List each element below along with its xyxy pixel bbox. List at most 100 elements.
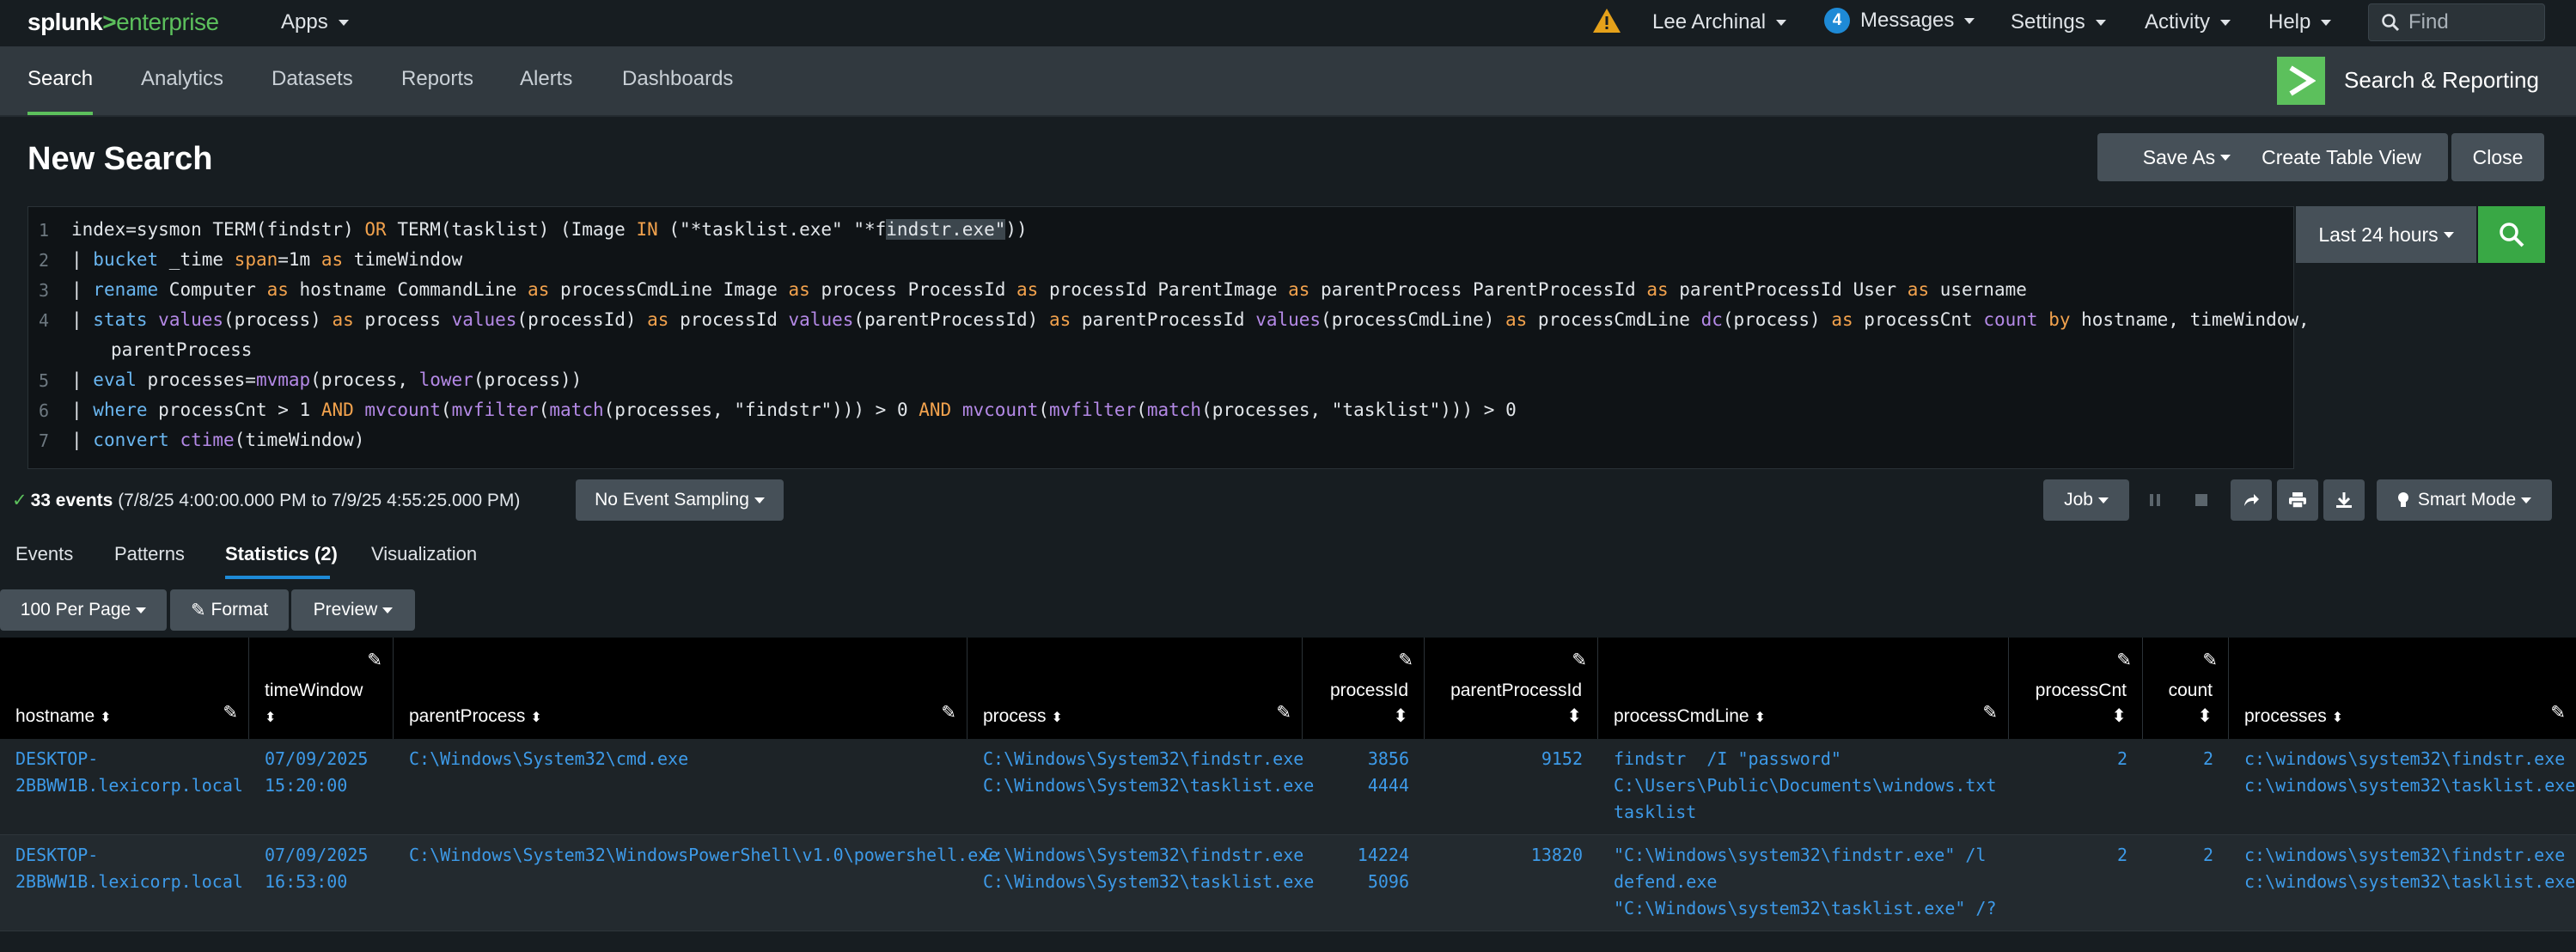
cell-hostname[interactable]: DESKTOP-2BBWW1B.lexicorp.local xyxy=(15,748,243,796)
cell-processcnt[interactable]: 2 xyxy=(2116,748,2127,769)
sort-icon: ⬍ xyxy=(2331,711,2344,725)
search-icon xyxy=(2500,223,2524,247)
sort-icon: ⬍ xyxy=(1051,711,1063,725)
search-mode-dropdown[interactable]: Smart Mode xyxy=(2377,479,2552,521)
query-line-4: | stats values(process) as process value… xyxy=(71,309,2310,330)
find-input[interactable]: Find xyxy=(2368,3,2545,41)
edit-column-icon[interactable]: ✎ xyxy=(2116,650,2132,670)
event-sampling-dropdown[interactable]: No Event Sampling xyxy=(576,479,784,521)
column-header-count[interactable]: count ⬍ ✎ xyxy=(2143,638,2229,739)
tab-dashboards[interactable]: Dashboards xyxy=(622,67,734,90)
chevron-down-icon xyxy=(2220,154,2231,161)
cell-parentprocess[interactable]: C:\Windows\System32\cmd.exe xyxy=(409,748,689,769)
column-header-parentprocessid[interactable]: parentProcessId ⬍ ✎ xyxy=(1425,638,1598,739)
line-number: 2 xyxy=(39,250,50,271)
edit-column-icon[interactable]: ✎ xyxy=(1572,650,1587,670)
chevron-down-icon xyxy=(1964,17,1975,24)
tab-visualization[interactable]: Visualization xyxy=(371,543,478,564)
column-header-hostname[interactable]: hostname⬍ ✎ xyxy=(0,638,249,739)
edit-column-icon[interactable]: ✎ xyxy=(367,650,382,670)
sort-icon: ⬍ xyxy=(1754,711,1766,725)
time-range-picker[interactable]: Last 24 hours xyxy=(2296,206,2476,263)
cell-hostname[interactable]: DESKTOP-2BBWW1B.lexicorp.local xyxy=(15,845,243,892)
job-menu[interactable]: Job xyxy=(2043,479,2129,521)
sort-icon: ⬍ xyxy=(1566,706,1582,726)
check-icon: ✓ xyxy=(12,491,27,510)
user-menu[interactable]: Lee Archinal xyxy=(1652,10,1787,34)
export-icon[interactable] xyxy=(2323,479,2365,521)
edit-column-icon[interactable]: ✎ xyxy=(941,703,956,723)
stop-icon[interactable] xyxy=(2181,479,2222,521)
preview-dropdown[interactable]: Preview xyxy=(291,589,415,631)
line-number: 6 xyxy=(39,400,50,421)
column-header-processcnt[interactable]: processCnt ⬍ ✎ xyxy=(2009,638,2143,739)
tab-events[interactable]: Events xyxy=(15,543,74,564)
tab-search[interactable]: Search xyxy=(27,67,94,90)
column-header-timewindow[interactable]: timeWindow ⬍ ✎ xyxy=(249,638,394,739)
per-page-dropdown[interactable]: 100 Per Page xyxy=(0,589,167,631)
cell-parentprocessid[interactable]: 13820 xyxy=(1530,845,1583,865)
query-line-7: | convert ctime(timeWindow) xyxy=(71,430,365,450)
pause-icon[interactable] xyxy=(2134,479,2176,521)
warning-icon[interactable] xyxy=(1591,7,1622,34)
chevron-down-icon xyxy=(1776,19,1787,26)
cell-processcmdline[interactable]: findstr /I "password"C:\Users\Public\Doc… xyxy=(1614,748,1997,822)
sort-icon: ⬍ xyxy=(100,711,112,725)
cell-parentprocess[interactable]: C:\Windows\System32\WindowsPowerShell\v1… xyxy=(409,845,999,865)
cell-count[interactable]: 2 xyxy=(2202,748,2213,769)
column-header-processid[interactable]: processId ⬍ ✎ xyxy=(1303,638,1425,739)
query-line-1: index=sysmon TERM(findstr) OR TERM(taskl… xyxy=(71,219,1028,240)
cell-processcnt[interactable]: 2 xyxy=(2116,845,2127,865)
edit-column-icon[interactable]: ✎ xyxy=(1982,703,1998,723)
column-header-processes[interactable]: processes⬍ ✎ xyxy=(2244,703,2566,726)
edit-column-icon[interactable]: ✎ xyxy=(2202,650,2218,670)
column-header-processcmdline[interactable]: processCmdLine⬍ ✎ xyxy=(1598,638,2009,739)
cell-count[interactable]: 2 xyxy=(2202,845,2213,865)
column-header-process[interactable]: process⬍ ✎ xyxy=(968,638,1303,739)
edit-column-icon[interactable]: ✎ xyxy=(1398,650,1413,670)
help-menu[interactable]: Help xyxy=(2268,10,2332,34)
chevron-down-icon xyxy=(2521,497,2532,503)
activity-menu[interactable]: Activity xyxy=(2145,10,2231,34)
edit-column-icon[interactable]: ✎ xyxy=(2550,703,2566,723)
tab-datasets[interactable]: Datasets xyxy=(272,67,353,90)
line-number: 5 xyxy=(39,370,50,391)
tab-reports[interactable]: Reports xyxy=(401,67,474,90)
cell-parentprocessid[interactable]: 9152 xyxy=(1541,748,1583,769)
pencil-icon: ✎ xyxy=(190,600,206,620)
format-button[interactable]: ✎Format xyxy=(170,589,289,631)
page-title: New Search xyxy=(27,141,213,177)
sort-icon: ⬍ xyxy=(265,711,277,725)
run-search-button[interactable] xyxy=(2478,206,2545,263)
close-button[interactable]: Close xyxy=(2451,133,2544,181)
chevron-down-icon xyxy=(382,607,394,613)
column-header-parentprocess[interactable]: parentProcess⬍ ✎ xyxy=(394,638,968,739)
sort-icon: ⬍ xyxy=(2111,706,2127,726)
tab-alerts[interactable]: Alerts xyxy=(520,67,573,90)
app-name[interactable]: Search & Reporting xyxy=(2344,67,2539,93)
share-icon[interactable] xyxy=(2231,479,2272,521)
tab-analytics[interactable]: Analytics xyxy=(141,67,224,90)
tab-patterns[interactable]: Patterns xyxy=(114,543,185,564)
apps-menu[interactable]: Apps xyxy=(281,10,349,34)
chevron-down-icon xyxy=(338,19,349,26)
print-icon[interactable] xyxy=(2277,479,2318,521)
create-table-view-button[interactable]: Create Table View xyxy=(2235,133,2448,181)
active-result-tab-indicator xyxy=(225,576,330,579)
edit-column-icon[interactable]: ✎ xyxy=(1276,703,1291,723)
tab-statistics[interactable]: Statistics (2) xyxy=(225,543,338,564)
splunk-logo[interactable]: splunk>enterprise xyxy=(27,9,219,35)
settings-menu[interactable]: Settings xyxy=(2011,10,2106,34)
search-query-editor[interactable]: 1 2 3 4 5 6 7 index=sysmon TERM(findstr)… xyxy=(27,206,2310,469)
edit-column-icon[interactable]: ✎ xyxy=(223,703,238,723)
